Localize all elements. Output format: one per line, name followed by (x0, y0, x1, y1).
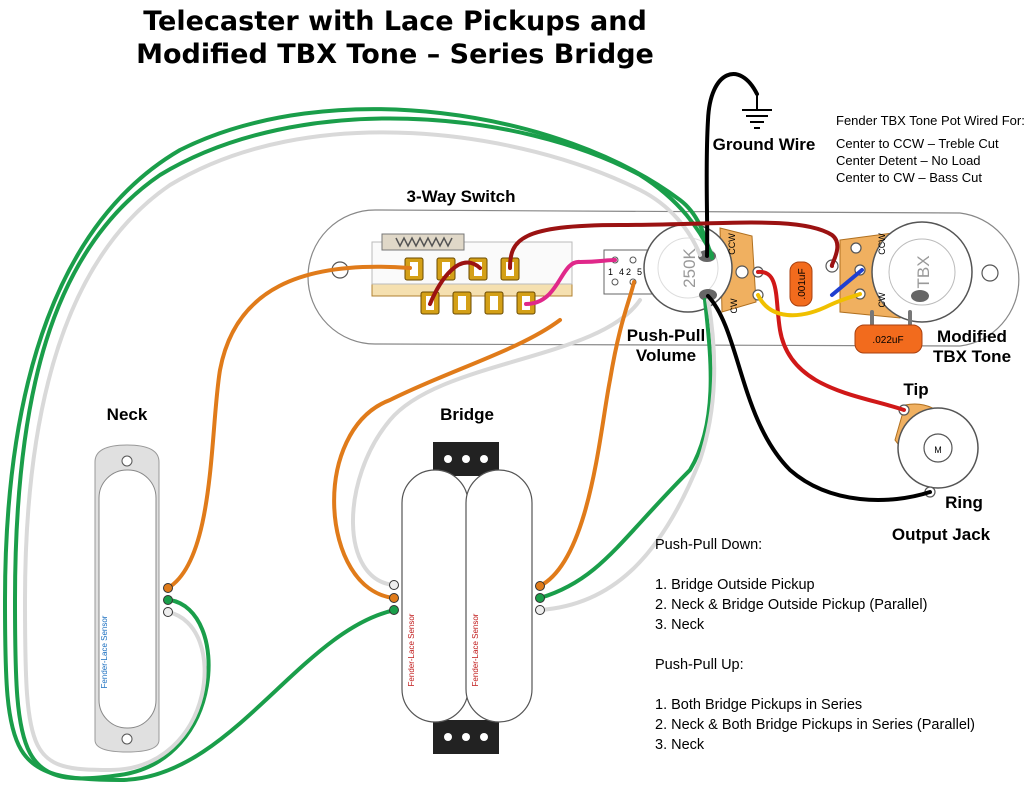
neck-label: Neck (107, 405, 148, 424)
bridge-lead-orange (389, 593, 399, 603)
title-line-1: Telecaster with Lace Pickups and (143, 6, 647, 37)
tbx-note-heading: Fender TBX Tone Pot Wired For: (836, 113, 1024, 128)
title-line-2: Modified TBX Tone – Series Bridge (136, 39, 654, 70)
pink-wire (524, 258, 617, 306)
orange-wire-neck (166, 264, 412, 590)
yellow-wire (756, 292, 862, 318)
black-ground-wire (704, 72, 759, 258)
darkred-wire (508, 220, 840, 270)
volume-pot-ccw-label: CCW (727, 233, 737, 255)
tip-label: Tip (903, 380, 928, 399)
output-jack-label: Output Jack (892, 525, 991, 544)
green-wire-bridge (3, 107, 714, 782)
pushpull-down-item-1: 1. Bridge Outside Pickup (655, 577, 815, 593)
white-wire-bridge-right (538, 298, 717, 612)
neck-pickup-brand: Fender-Lace Sensor (100, 615, 109, 688)
green-wire-neck (13, 116, 714, 781)
tone-label-line-1: Modified (937, 327, 1007, 346)
bridge-lead-white (389, 580, 399, 590)
pushpull-up-heading: Push-Pull Up: (655, 657, 744, 673)
plate-screw-right (981, 264, 999, 282)
pushpull-up-item-3: 3. Neck (655, 737, 705, 753)
tbx-note-line-1: Center to CCW – Treble Cut (836, 136, 999, 151)
pushpull-up-item-2: 2. Neck & Both Bridge Pickups in Series … (655, 717, 975, 733)
blue-wire (830, 268, 864, 297)
ground-symbol-icon (742, 94, 772, 129)
capacitor-022: .022uF (854, 310, 923, 354)
tone-pot-ccw-label: CCW (877, 233, 887, 255)
cap-small-label: .001uF (797, 268, 808, 299)
neck-lead-white (163, 607, 173, 617)
black-jack-wire (706, 294, 932, 502)
tone-label-line-2: TBX Tone (933, 347, 1011, 366)
red-tip-wire (756, 269, 906, 412)
bridge-lead-green (389, 605, 399, 615)
white-wire-bridge (351, 298, 642, 587)
capacitor-001: .001uF (789, 261, 813, 307)
ring-label: Ring (945, 493, 983, 512)
orange-wire-bridge-right (538, 280, 636, 588)
cap-large-label: .022uF (872, 335, 903, 346)
tbx-note-line-3: Center to CW – Bass Cut (836, 170, 982, 185)
volume-pot-cw-label: CW (729, 298, 739, 313)
orange-wire-bridge (332, 318, 562, 600)
bridge-right-lead-green (535, 593, 545, 603)
tone-pot-cw-label: CW (877, 292, 887, 307)
bridge-pickup-brand-1: Fender-Lace Sensor (407, 613, 416, 686)
pushpull-up-item-1: 1. Both Bridge Pickups in Series (655, 697, 862, 713)
pin-1: 1 (608, 267, 613, 277)
output-jack: M (894, 403, 979, 498)
jack-center-label: M (934, 445, 942, 455)
neck-pickup: Fender-Lace Sensor (94, 444, 160, 753)
ground-wire-label: Ground Wire (713, 135, 816, 154)
pin-5: 5 (637, 267, 642, 277)
neck-lead-orange (163, 583, 173, 593)
pushpull-down-item-3: 3. Neck (655, 617, 705, 633)
bridge-pickup-brand-2: Fender-Lace Sensor (471, 613, 480, 686)
bridge-pickup: Fender-Lace Sensor Fender-Lace Sensor (401, 442, 533, 754)
volume-label-line-2: Volume (636, 346, 696, 365)
tbx-note-line-2: Center Detent – No Load (836, 153, 981, 168)
pin-4: 4 (619, 267, 624, 277)
bridge-right-lead-white (535, 605, 545, 615)
volume-pot-value: 250K (680, 247, 699, 287)
white-wire-neck (23, 130, 702, 772)
neck-lead-green (163, 595, 173, 605)
pushpull-down-heading: Push-Pull Down: (655, 537, 762, 553)
switch-label: 3-Way Switch (407, 187, 516, 206)
tone-pot-label: TBX (914, 255, 933, 288)
darkred-wire-2 (428, 260, 482, 306)
bridge-right-lead-orange (535, 581, 545, 591)
bridge-label: Bridge (440, 405, 494, 424)
volume-label-line-1: Push-Pull (627, 326, 705, 345)
pushpull-down-item-2: 2. Neck & Bridge Outside Pickup (Paralle… (655, 597, 927, 613)
pin-2: 2 (626, 267, 631, 277)
green-wire-bridge-right (538, 298, 713, 600)
